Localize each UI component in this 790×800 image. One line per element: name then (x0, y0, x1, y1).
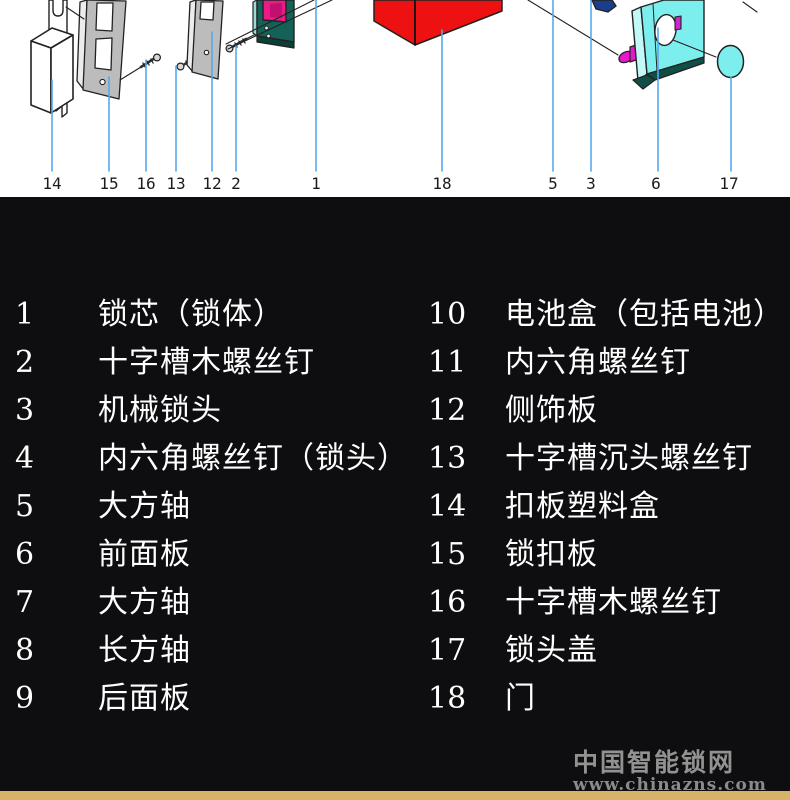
legend-number: 2 (15, 345, 35, 380)
part-number-label: 14 (42, 174, 62, 193)
legend-part-name: 锁芯（锁体） (98, 297, 284, 332)
legend-row: 3 机械锁头 (15, 387, 408, 435)
legend-row: 1 锁芯（锁体） (15, 291, 408, 339)
legend-part-name: 锁头盖 (505, 633, 598, 668)
legend-part-name: 内六角螺丝钉 (505, 345, 691, 380)
part-front-panel (631, 0, 705, 90)
legend-number: 17 (428, 633, 467, 668)
leader-lines (51, 0, 732, 172)
part-number-label: 1 (311, 174, 321, 193)
legend-number: 1 (15, 297, 35, 332)
part-square-shaft (618, 44, 637, 64)
watermark-url: www.chinazns.com (573, 775, 767, 795)
legend-number: 10 (428, 297, 467, 332)
legend-number: 12 (428, 393, 467, 428)
legend-number: 11 (428, 345, 467, 380)
part-number-label: 17 (719, 174, 739, 193)
part-mechanical-cylinder (591, 0, 617, 13)
legend-part-name: 门 (505, 681, 536, 716)
part-strike-plate (76, 0, 127, 100)
exploded-diagram-art (30, 0, 758, 172)
legend-part-name: 大方轴 (98, 585, 191, 620)
legend-row: 14 扣板塑料盒 (428, 483, 784, 531)
legend-number: 8 (15, 633, 35, 668)
part-number-label: 18 (432, 174, 452, 193)
legend-part-name: 锁扣板 (505, 537, 598, 572)
axis-line (672, 39, 717, 58)
legend-row: 5 大方轴 (15, 483, 408, 531)
axis-line (527, 0, 619, 56)
legend-number: 16 (428, 585, 467, 620)
legend-row: 7 大方轴 (15, 579, 408, 627)
legend-number: 18 (428, 681, 467, 716)
legend-part-name: 内六角螺丝钉（锁头） (98, 441, 408, 476)
legend-row: 8 长方轴 (15, 627, 408, 675)
part-number-label: 5 (548, 174, 558, 193)
legend-number: 13 (428, 441, 467, 476)
legend-row: 10 电池盒（包括电池） (428, 291, 784, 339)
part-lock-body (252, 0, 295, 49)
legend-part-name: 十字槽沉头螺丝钉 (505, 441, 753, 476)
axis-line (227, 0, 333, 50)
legend-row: 16 十字槽木螺丝钉 (428, 579, 784, 627)
part-number-label: 13 (166, 174, 186, 193)
part-wood-screw-16 (119, 53, 162, 81)
legend-part-name: 扣板塑料盒 (505, 489, 660, 524)
legend-part-name: 侧饰板 (505, 393, 598, 428)
legend-part-name: 十字槽木螺丝钉 (505, 585, 722, 620)
legend-row: 2 十字槽木螺丝钉 (15, 339, 408, 387)
legend-row: 11 内六角螺丝钉 (428, 339, 784, 387)
legend-part-name: 电池盒（包括电池） (505, 297, 784, 332)
part-number-label: 16 (136, 174, 156, 193)
part-number-label: 15 (99, 174, 119, 193)
legend-part-name: 大方轴 (98, 489, 191, 524)
part-strike-plastic-box (30, 27, 74, 114)
legend-part-name: 长方轴 (98, 633, 191, 668)
part-number-label: 2 (231, 174, 241, 193)
axis-line (225, 0, 315, 45)
legend-column-right: 10 电池盒（包括电池） 11 内六角螺丝钉 12 侧饰板 13 十字槽沉头螺丝钉 14… (428, 291, 784, 723)
legend-number: 5 (15, 489, 35, 524)
exploded-diagram: 14 15 16 13 12 2 1 18 5 3 6 17 (0, 0, 790, 197)
legend-number: 9 (15, 681, 35, 716)
legend-number: 14 (428, 489, 467, 524)
legend-part-name: 十字槽木螺丝钉 (98, 345, 315, 380)
site-watermark: 中国智能锁网 www.chinazns.com (573, 749, 767, 794)
part-number-label: 12 (202, 174, 222, 193)
legend-row: 13 十字槽沉头螺丝钉 (428, 435, 784, 483)
legend-number: 6 (15, 537, 35, 572)
part-number-label: 3 (586, 174, 596, 193)
axis-line (65, 6, 85, 20)
legend-row: 18 门 (428, 675, 784, 723)
legend-part-name: 机械锁头 (98, 393, 222, 428)
legend-row: 6 前面板 (15, 531, 408, 579)
part-side-trim-plate (186, 0, 224, 80)
legend-part-name: 后面板 (98, 681, 191, 716)
axis-line (742, 1, 758, 13)
legend-row: 15 锁扣板 (428, 531, 784, 579)
bottom-gold-bar (0, 791, 790, 800)
legend-number: 15 (428, 537, 467, 572)
part-number-label: 6 (651, 174, 661, 193)
legend-row: 9 后面板 (15, 675, 408, 723)
legend-number: 7 (15, 585, 35, 620)
watermark-site-name: 中国智能锁网 (573, 748, 736, 777)
legend-part-name: 前面板 (98, 537, 191, 572)
legend-number: 3 (15, 393, 35, 428)
legend-row: 12 侧饰板 (428, 387, 784, 435)
legend-number: 4 (15, 441, 35, 476)
legend-row: 4 内六角螺丝钉（锁头） (15, 435, 408, 483)
part-cylinder-cap (716, 44, 745, 79)
legend-row: 17 锁头盖 (428, 627, 784, 675)
part-door (373, 0, 503, 46)
